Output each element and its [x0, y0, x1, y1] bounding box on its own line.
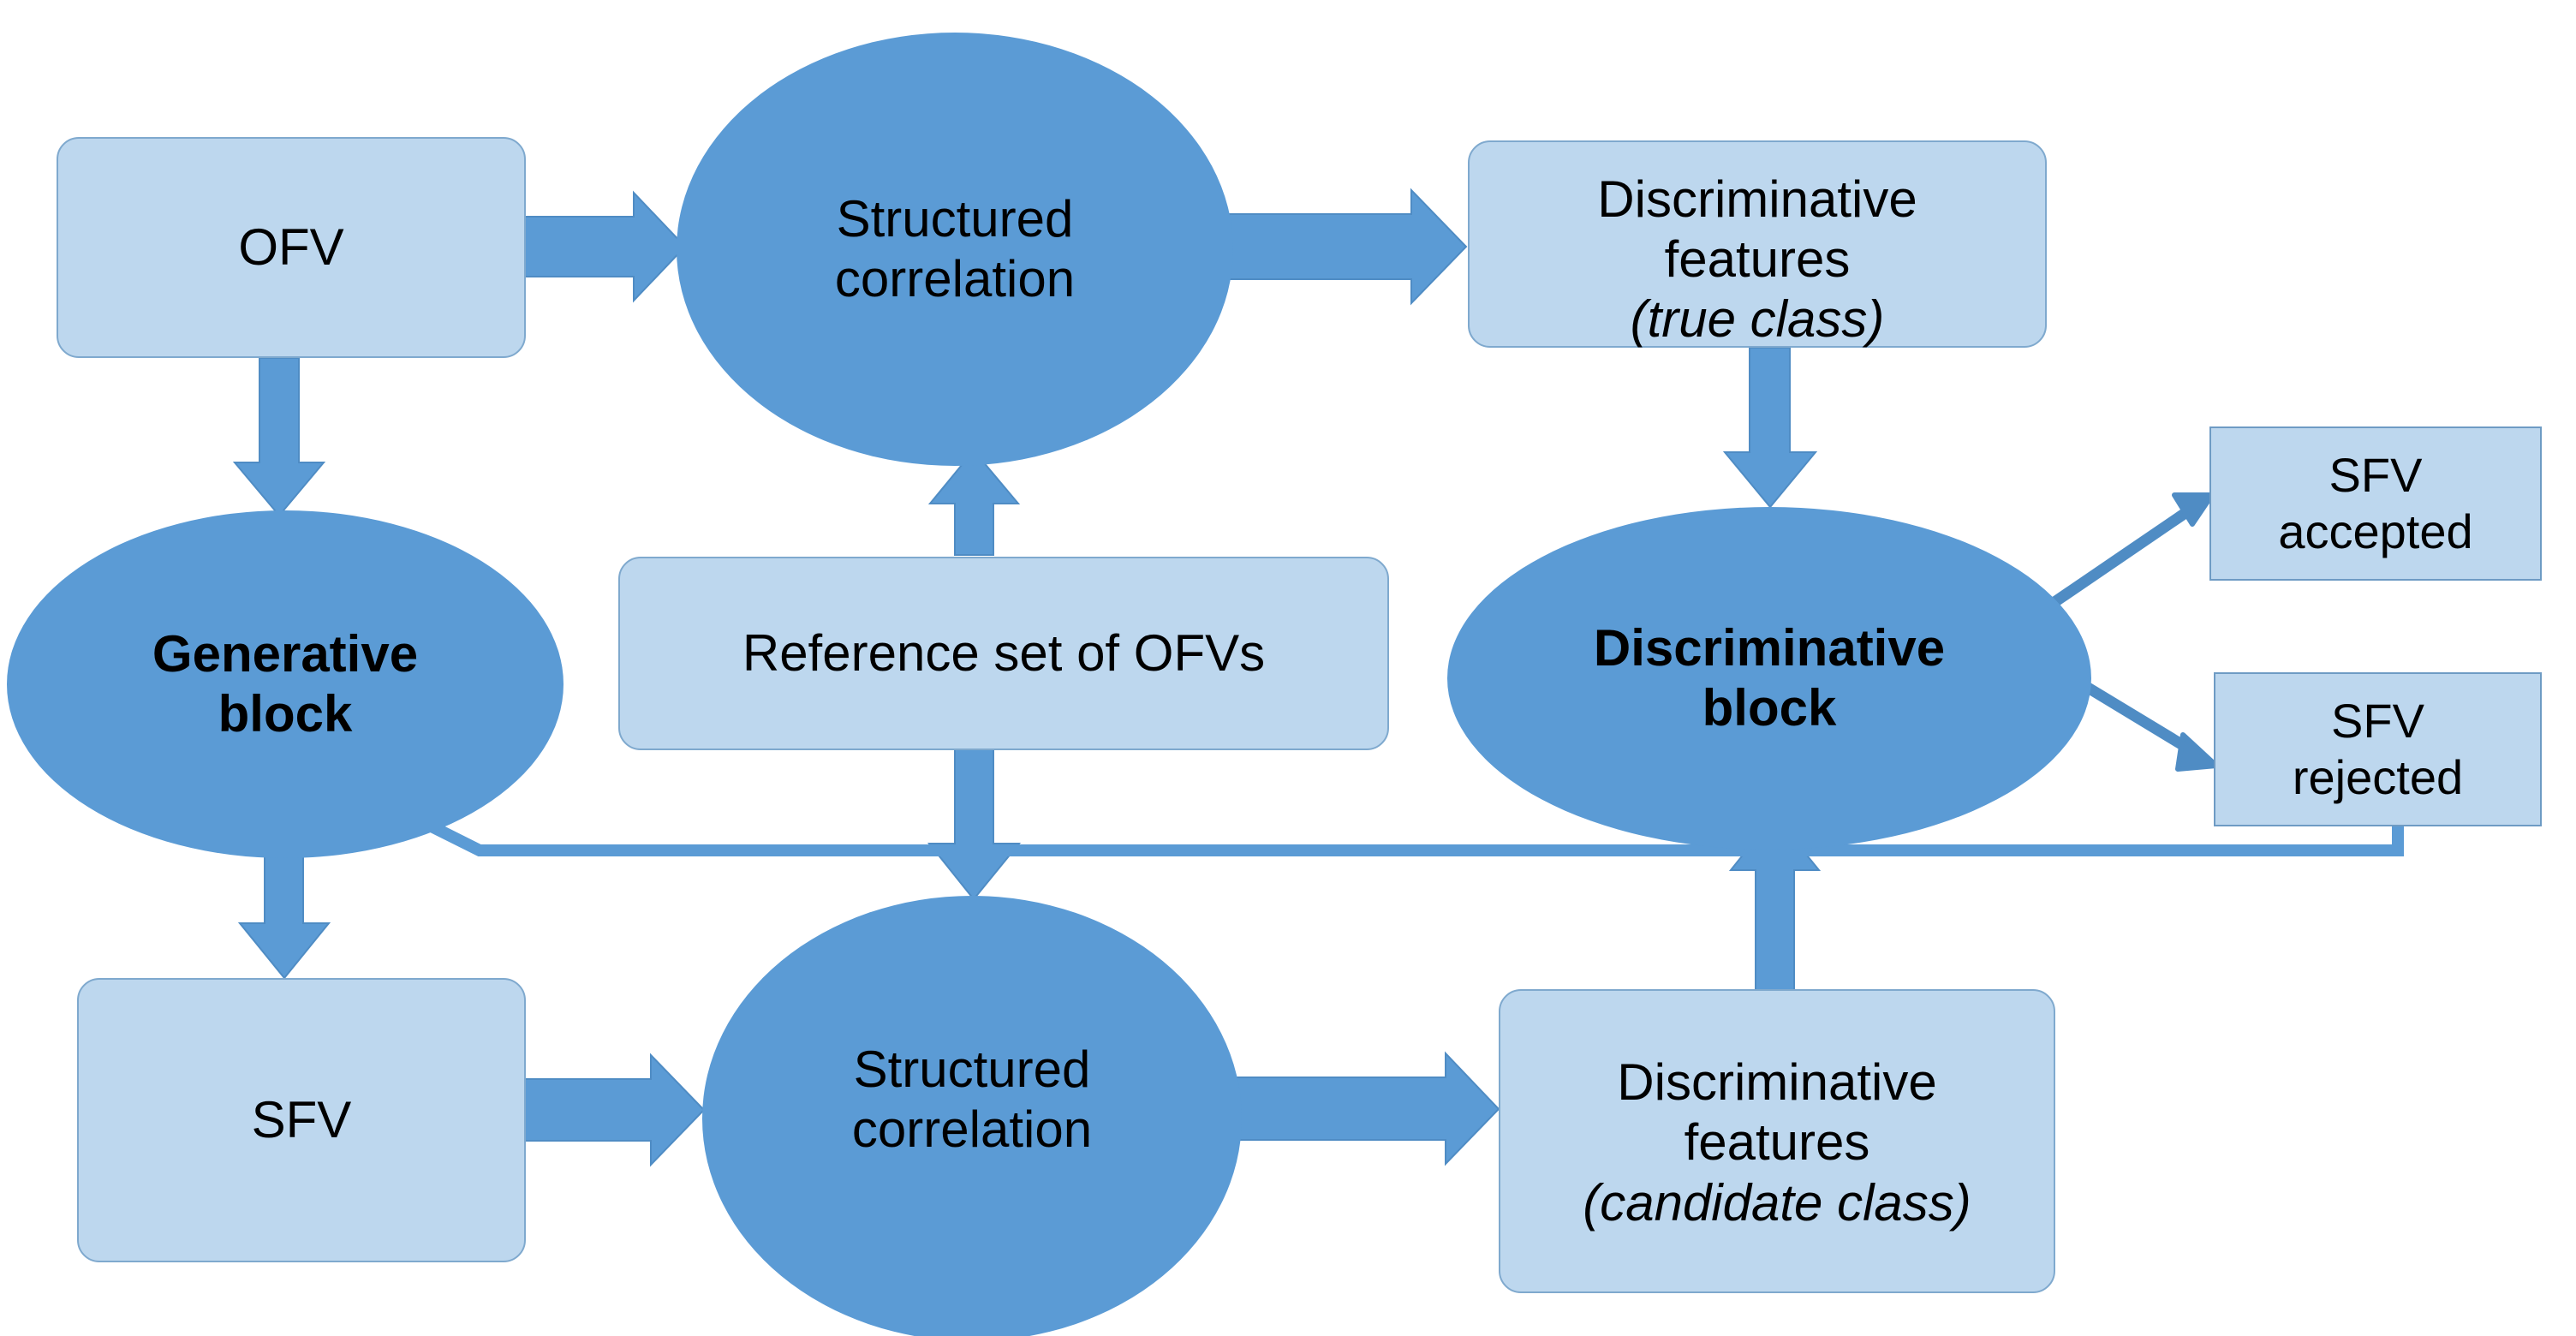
node-reference-set[interactable]: Reference set of OFVs — [618, 557, 1389, 750]
node-sfv-label: SFV — [251, 1090, 352, 1148]
node-generative-block-line2: block — [218, 685, 353, 743]
node-reference-set-label: Reference set of OFVs — [742, 623, 1266, 682]
node-discriminative-features-true-line1: Discriminative — [1597, 170, 1917, 228]
edge-structured-correlation-bottom-to-discriminative-features-candidate — [1232, 1051, 1500, 1166]
node-structured-correlation-bottom-line1: Structured — [853, 1040, 1091, 1098]
node-ofv-label: OFV — [238, 218, 344, 276]
edge-ofv-to-generative-block — [232, 357, 326, 517]
edge-discriminative-block-to-sfv-rejected — [2069, 673, 2219, 772]
node-generative-block-line1: Generative — [152, 624, 419, 683]
edge-sfv-rejected-feedback-to-generative-block — [373, 791, 2404, 856]
node-sfv-accepted-line2: accepted — [2278, 504, 2473, 558]
node-discriminative-features-candidate-line1: Discriminative — [1617, 1053, 1937, 1112]
node-sfv-rejected[interactable]: SFV rejected — [2214, 672, 2542, 826]
node-structured-correlation-bottom[interactable]: Structured correlation — [702, 896, 1242, 1336]
node-discriminative-block-line2: block — [1702, 679, 1837, 737]
node-structured-correlation-top[interactable]: Structured correlation — [677, 33, 1233, 466]
node-generative-block[interactable]: Generative block — [7, 510, 564, 858]
node-discriminative-features-candidate-line2: features — [1684, 1113, 1870, 1172]
node-discriminative-features-candidate-line3: (candidate class) — [1583, 1173, 1971, 1232]
node-discriminative-block[interactable]: Discriminative block — [1447, 507, 2091, 850]
node-discriminative-features-candidate[interactable]: Discriminative features (candidate class… — [1499, 989, 2055, 1293]
node-discriminative-features-true[interactable]: Discriminative features (true class) — [1468, 140, 2047, 348]
node-ofv[interactable]: OFV — [57, 137, 526, 358]
node-sfv-accepted-line1: SFV — [2329, 448, 2423, 503]
node-discriminative-features-true-line2: features — [1664, 230, 1851, 288]
edge-discriminative-features-true-to-discriminative-block — [1722, 347, 1818, 509]
node-discriminative-features-true-line3: (true class) — [1630, 290, 1885, 349]
node-structured-correlation-top-line1: Structured — [836, 189, 1074, 248]
edge-ofv-to-structured-correlation-top — [523, 190, 687, 303]
edge-sfv-to-structured-correlation-bottom — [523, 1053, 706, 1167]
edge-discriminative-block-to-sfv-accepted — [2040, 492, 2215, 615]
node-sfv-accepted[interactable]: SFV accepted — [2209, 426, 2542, 581]
node-discriminative-block-line1: Discriminative — [1593, 618, 1946, 677]
node-structured-correlation-top-line2: correlation — [834, 250, 1076, 307]
node-sfv-rejected-line2: rejected — [2292, 750, 2464, 804]
node-sfv[interactable]: SFV — [77, 978, 526, 1262]
node-structured-correlation-bottom-line2: correlation — [851, 1100, 1093, 1158]
node-sfv-rejected-line1: SFV — [2331, 694, 2424, 749]
edge-structured-correlation-top-to-discriminative-features-true — [1224, 188, 1468, 306]
edge-reference-set-to-structured-correlation-top — [927, 449, 1021, 556]
edge-reference-set-to-structured-correlation-bottom — [927, 748, 1022, 901]
edge-generative-block-to-sfv — [237, 843, 331, 980]
